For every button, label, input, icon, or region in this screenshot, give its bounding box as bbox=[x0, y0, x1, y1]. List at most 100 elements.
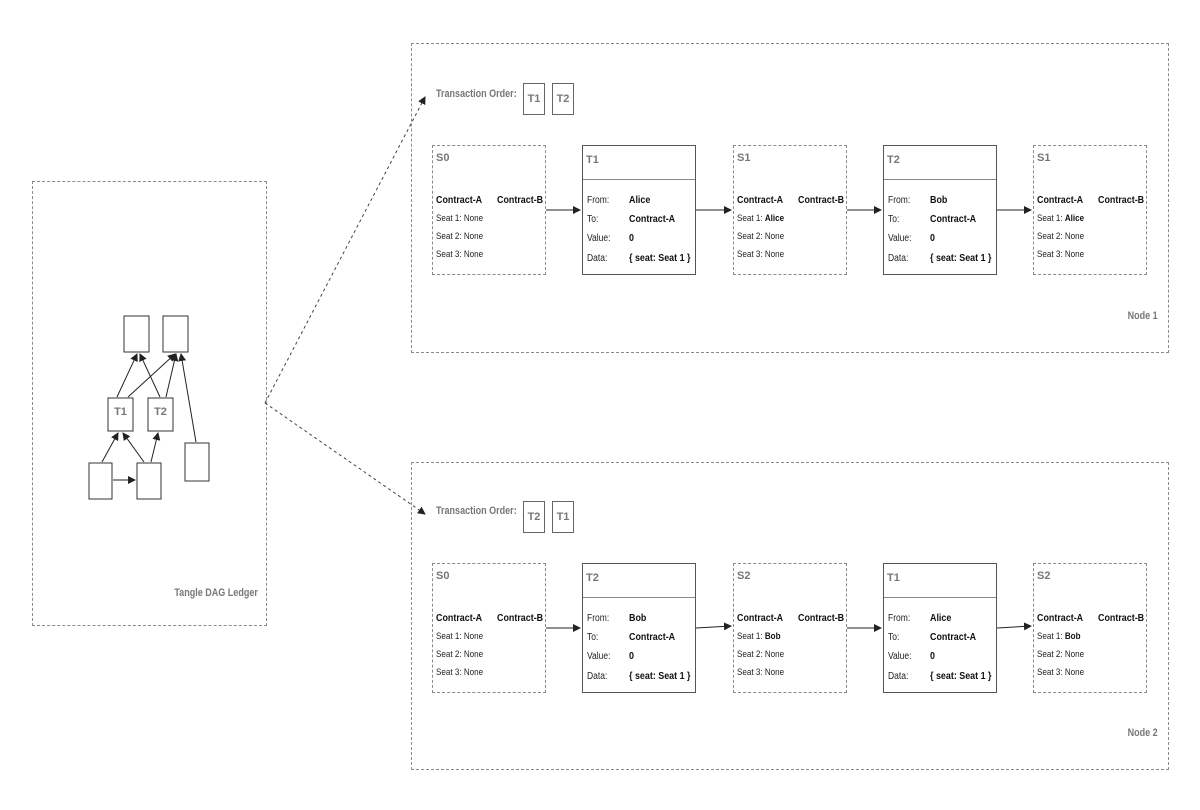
contract-b-label: Contract-B bbox=[497, 612, 544, 624]
state-box: S2 Contract-A Contract-B Seat 1: Bob Sea… bbox=[1033, 563, 1147, 693]
to-value: Contract-A bbox=[629, 213, 676, 225]
from-value: Bob bbox=[629, 612, 647, 624]
value-key: Value: bbox=[587, 651, 611, 662]
contract-b-label: Contract-B bbox=[497, 194, 544, 206]
value-key: Value: bbox=[587, 233, 611, 244]
seat-row: Seat 3: None bbox=[737, 667, 785, 678]
contract-b-label: Contract-B bbox=[798, 612, 845, 624]
contract-a-label: Contract-A bbox=[1037, 194, 1084, 206]
transaction-title: T1 bbox=[586, 154, 599, 166]
data-value: { seat: Seat 1 } bbox=[930, 670, 992, 682]
ledger-to-node-2-pointer bbox=[264, 402, 426, 515]
dag-edges bbox=[101, 353, 197, 484]
state-title: S2 bbox=[1037, 570, 1051, 582]
state-title: S1 bbox=[737, 152, 751, 164]
transaction-box: T1 From: Alice To: Contract-A Value: 0 D… bbox=[582, 145, 696, 275]
dag-node bbox=[136, 462, 162, 500]
node-1-order-label: Transaction Order: bbox=[436, 88, 517, 100]
node-2-order-item: T1 bbox=[552, 501, 574, 533]
seat-row: Seat 2: None bbox=[737, 649, 785, 660]
flow-arrow bbox=[996, 622, 1032, 631]
to-value: Contract-A bbox=[930, 631, 977, 643]
value-key: Value: bbox=[888, 233, 912, 244]
transaction-box: T2 From: Bob To: Contract-A Value: 0 Dat… bbox=[883, 145, 997, 275]
dag-node bbox=[88, 462, 113, 500]
dag-label-t2: T2 bbox=[154, 406, 167, 418]
seat-row: Seat 3: None bbox=[436, 249, 484, 260]
flow-arrow bbox=[695, 622, 732, 631]
transaction-box: T2 From: Bob To: Contract-A Value: 0 Dat… bbox=[582, 563, 696, 693]
seat-row: Seat 1: Bob bbox=[1037, 631, 1081, 642]
node-1-order-item: T2 bbox=[552, 83, 574, 115]
data-key: Data: bbox=[888, 671, 909, 682]
value-value: 0 bbox=[930, 232, 935, 244]
from-key: From: bbox=[587, 195, 610, 206]
transaction-title: T2 bbox=[586, 572, 599, 584]
to-key: To: bbox=[888, 214, 900, 225]
seat-row: Seat 3: None bbox=[1037, 249, 1085, 260]
from-value: Bob bbox=[930, 194, 948, 206]
data-key: Data: bbox=[587, 253, 608, 264]
data-key: Data: bbox=[888, 253, 909, 264]
contract-a-label: Contract-A bbox=[737, 612, 784, 624]
transaction-header: T2 bbox=[884, 146, 996, 180]
from-key: From: bbox=[587, 613, 610, 624]
data-value: { seat: Seat 1 } bbox=[930, 252, 992, 264]
state-box: S0 Contract-A Contract-B Seat 1: None Se… bbox=[432, 563, 546, 693]
node-1-order-item: T1 bbox=[523, 83, 545, 115]
transaction-box: T1 From: Alice To: Contract-A Value: 0 D… bbox=[883, 563, 997, 693]
node-2-order-item: T2 bbox=[523, 501, 545, 533]
seat-row: Seat 3: None bbox=[737, 249, 785, 260]
from-key: From: bbox=[888, 613, 911, 624]
state-box: S1 Contract-A Contract-B Seat 1: Alice S… bbox=[733, 145, 847, 275]
to-value: Contract-A bbox=[930, 213, 977, 225]
ledger-to-node-1-pointer bbox=[264, 96, 426, 404]
ledger-label: Tangle DAG Ledger bbox=[174, 587, 258, 599]
dag-tip-node bbox=[162, 315, 189, 353]
seat-row: Seat 1: Bob bbox=[737, 631, 781, 642]
to-key: To: bbox=[587, 214, 599, 225]
dag-node-t1 bbox=[107, 397, 134, 432]
seat-row: Seat 2: None bbox=[436, 231, 484, 242]
state-title: S2 bbox=[737, 570, 751, 582]
node-2-order-label: Transaction Order: bbox=[436, 505, 517, 517]
dag-node-t2 bbox=[147, 397, 174, 432]
data-key: Data: bbox=[587, 671, 608, 682]
seat-row: Seat 2: None bbox=[1037, 649, 1085, 660]
seat-row: Seat 1: None bbox=[436, 213, 484, 224]
state-box: S2 Contract-A Contract-B Seat 1: Bob Sea… bbox=[733, 563, 847, 693]
from-key: From: bbox=[888, 195, 911, 206]
transaction-title: T2 bbox=[887, 154, 900, 166]
contract-a-label: Contract-A bbox=[737, 194, 784, 206]
transaction-header: T1 bbox=[884, 564, 996, 598]
seat-row: Seat 3: None bbox=[436, 667, 484, 678]
seat-row: Seat 1: Alice bbox=[737, 213, 785, 224]
value-value: 0 bbox=[629, 650, 634, 662]
from-value: Alice bbox=[629, 194, 651, 206]
seat-row: Seat 2: None bbox=[436, 649, 484, 660]
state-title: S0 bbox=[436, 152, 450, 164]
dag-label-t1: T1 bbox=[114, 406, 127, 418]
contract-a-label: Contract-A bbox=[436, 194, 483, 206]
contract-b-label: Contract-B bbox=[798, 194, 845, 206]
contract-b-label: Contract-B bbox=[1098, 612, 1145, 624]
seat-row: Seat 2: None bbox=[737, 231, 785, 242]
node-2-label: Node 2 bbox=[1127, 727, 1158, 739]
dag-tip-node bbox=[123, 315, 150, 353]
transaction-header: T2 bbox=[583, 564, 695, 598]
to-value: Contract-A bbox=[629, 631, 676, 643]
tangle-dag-graph bbox=[88, 315, 210, 500]
contract-a-label: Contract-A bbox=[436, 612, 483, 624]
node-1-panel: Node 1 bbox=[411, 43, 1169, 353]
dag-node bbox=[184, 442, 210, 482]
value-value: 0 bbox=[629, 232, 634, 244]
contract-a-label: Contract-A bbox=[1037, 612, 1084, 624]
state-title: S1 bbox=[1037, 152, 1051, 164]
seat-row: Seat 3: None bbox=[1037, 667, 1085, 678]
transaction-title: T1 bbox=[887, 572, 900, 584]
value-key: Value: bbox=[888, 651, 912, 662]
node-1-label: Node 1 bbox=[1127, 310, 1158, 322]
to-key: To: bbox=[888, 632, 900, 643]
seat-row: Seat 1: None bbox=[436, 631, 484, 642]
